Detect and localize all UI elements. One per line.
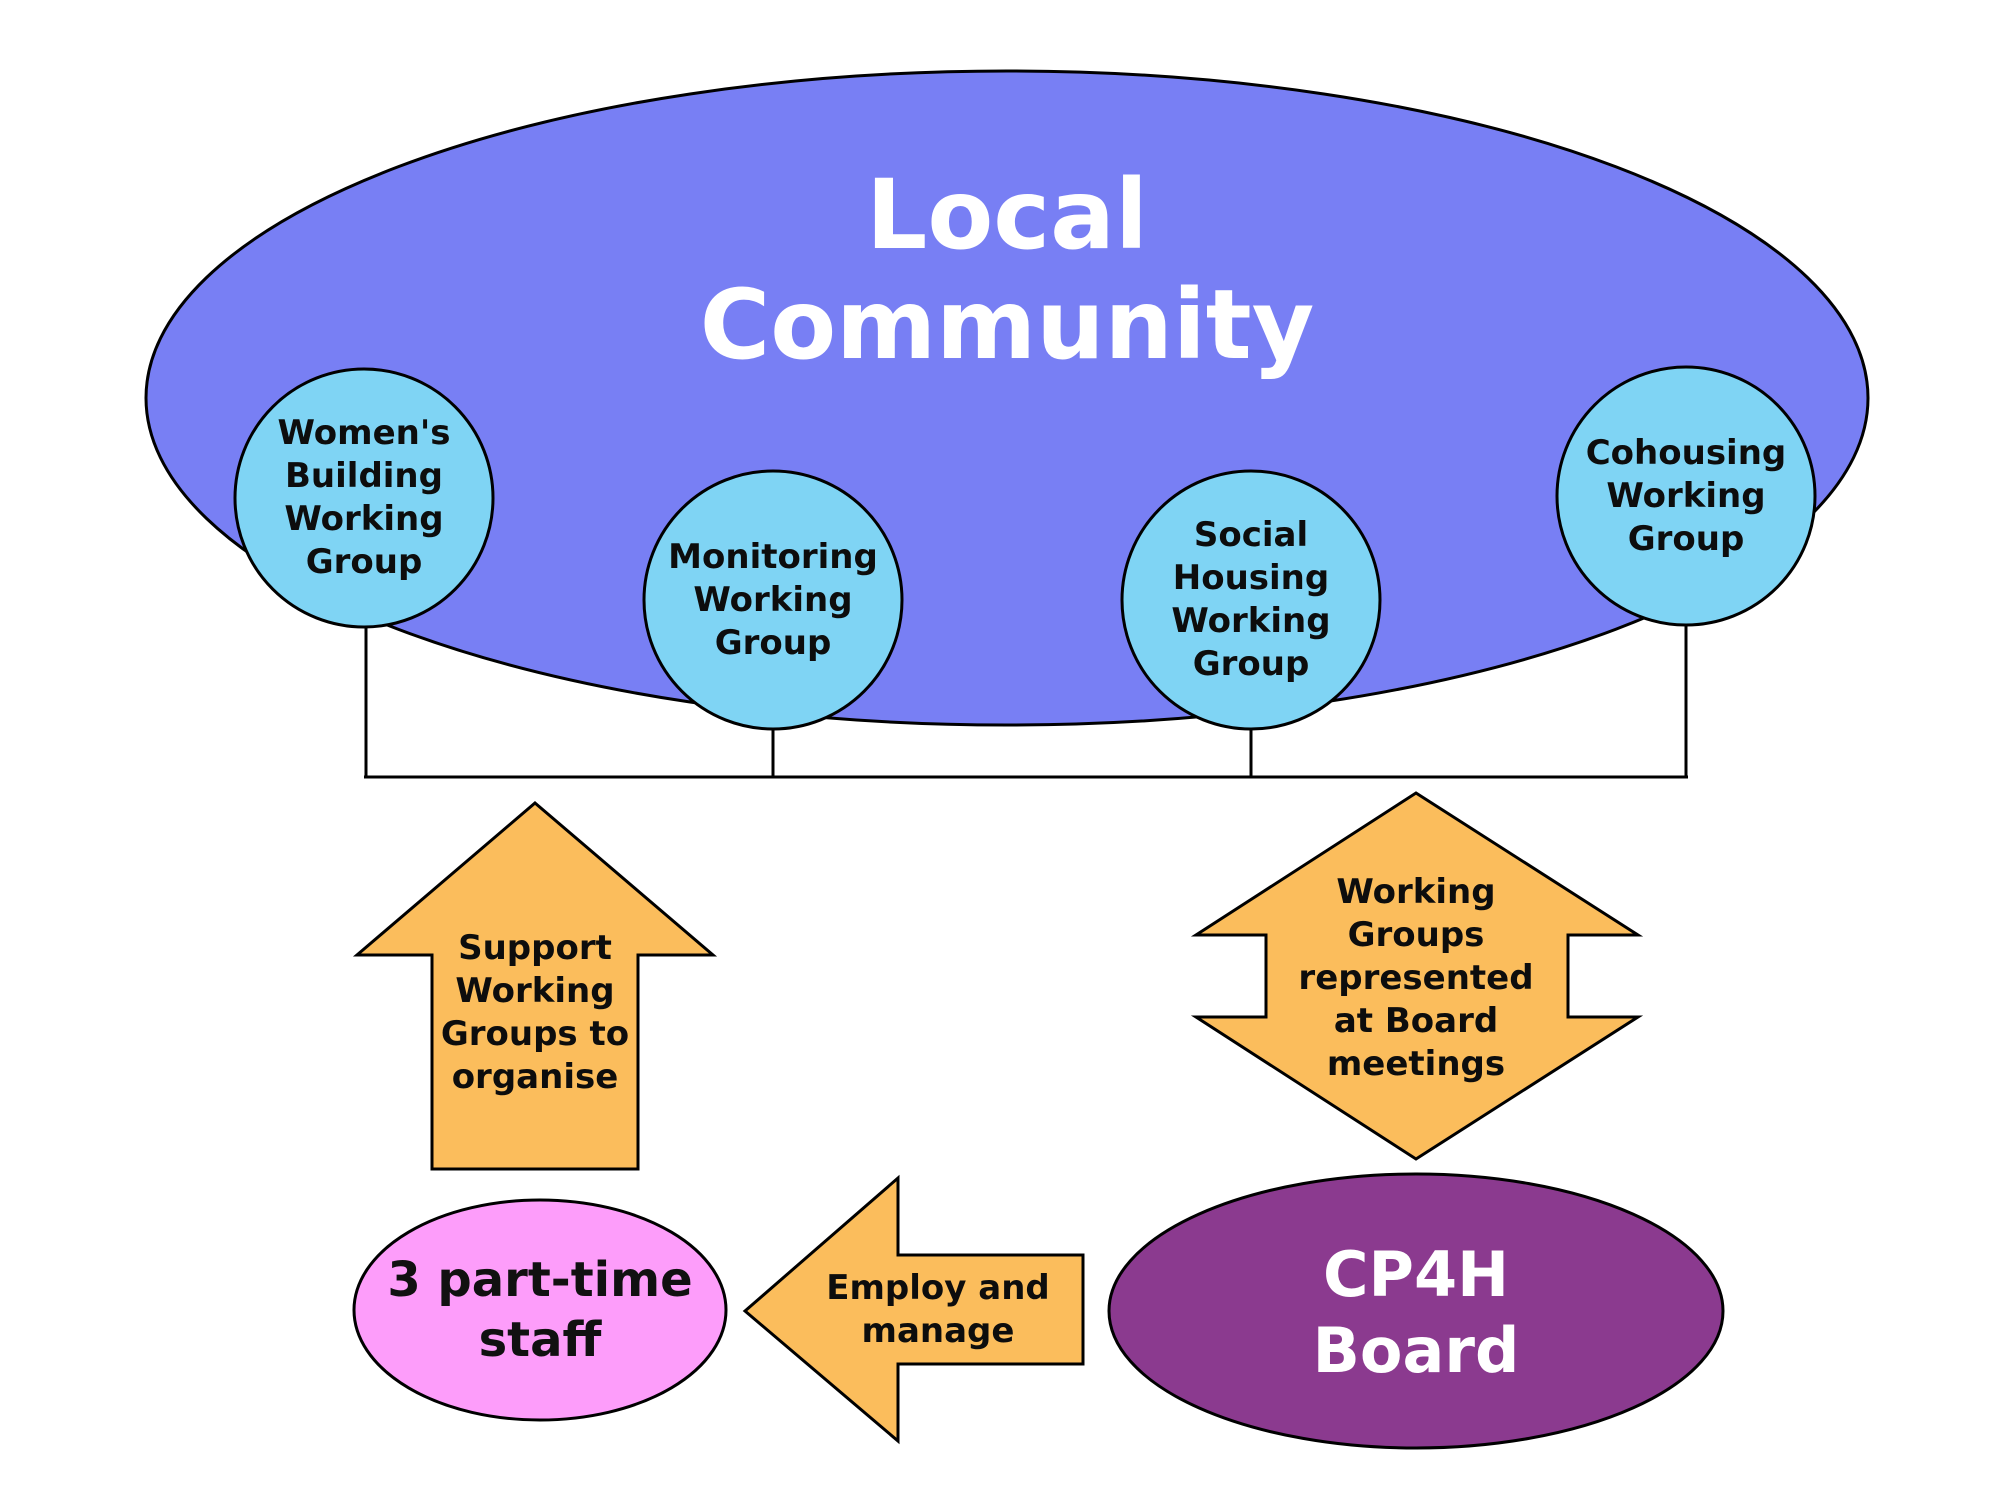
local-community-label: Local Community xyxy=(699,159,1315,381)
board-label: CP4H Board xyxy=(1312,1237,1520,1387)
staff-label: 3 part-time staff xyxy=(387,1252,693,1368)
group-connector-lines xyxy=(364,623,1688,779)
social-housing-group-circle xyxy=(1120,469,1382,731)
cohousing-group-circle xyxy=(1555,365,1817,627)
support-up-arrow xyxy=(352,801,718,1171)
represented-arrow-label: Working Groups represented at Board meet… xyxy=(1298,871,1534,1084)
monitoring-group-label: Monitoring Working Group xyxy=(668,536,878,663)
social-housing-group-label: Social Housing Working Group xyxy=(1171,515,1331,684)
employ-arrow-label: Employ and manage xyxy=(826,1268,1050,1351)
cohousing-group-label: Cohousing Working Group xyxy=(1585,432,1787,559)
support-arrow-label: Support Working Groups to organise xyxy=(440,928,630,1097)
local-community-ellipse xyxy=(144,69,1870,727)
womens-building-group-circle xyxy=(233,367,495,629)
staff-ellipse xyxy=(352,1198,728,1422)
womens-building-group-label: Women's Building Working Group xyxy=(277,413,451,582)
monitoring-group-circle xyxy=(642,469,904,731)
represented-double-arrow xyxy=(1190,791,1644,1161)
board-ellipse xyxy=(1107,1172,1725,1450)
employ-left-arrow-shape xyxy=(742,1174,1085,1445)
